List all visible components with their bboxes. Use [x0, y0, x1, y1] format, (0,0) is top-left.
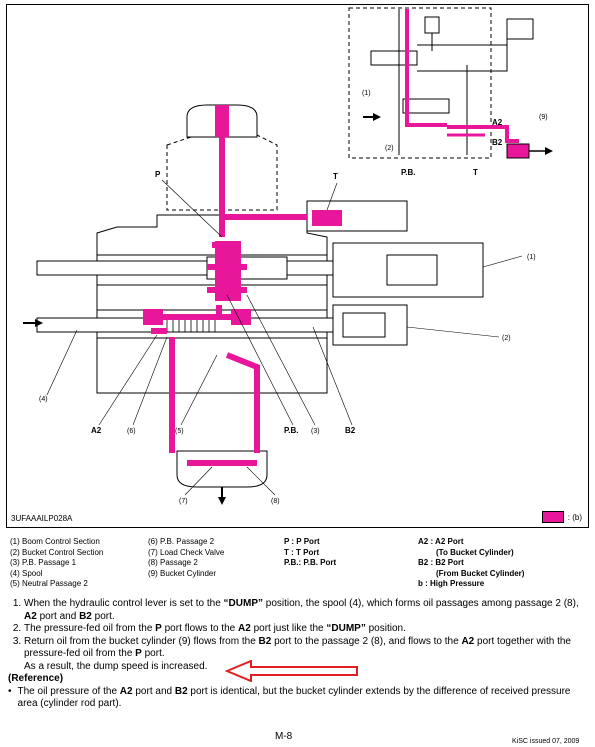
figure-id: 3UFAAAILP028A	[11, 514, 73, 523]
legend: : (b)	[541, 511, 582, 523]
relief-valve	[424, 16, 440, 34]
part-item: (7) Load Check Valve	[148, 547, 225, 557]
part-item: (4) Spool	[10, 568, 43, 578]
port-def: P : P Port	[284, 537, 320, 546]
schematic-callout-9: (9)	[539, 114, 548, 121]
schematic-valve-1	[370, 50, 418, 66]
callout-1: (1)	[527, 254, 536, 261]
boom-spool	[36, 260, 334, 276]
schematic-callout-1: (1)	[362, 90, 371, 97]
schematic-label-t: T	[473, 168, 478, 177]
part-item: (8) Passage 2	[148, 558, 198, 567]
parts-col-4: A2 : A2 Port (To Bucket Cylinder) B2 : B…	[418, 537, 524, 590]
port-def: B2 : B2 Port	[418, 558, 464, 567]
step-1: When the hydraulic control lever is set …	[24, 598, 586, 623]
label-b2: B2	[345, 426, 356, 435]
result-line: As a result, the dump speed is increased…	[24, 660, 208, 672]
schematic-callout-2: (2)	[385, 145, 394, 152]
steps-list: When the hydraulic control lever is set …	[8, 598, 586, 661]
parts-col-3: P : P Port T : T Port P.B.: P.B. Port	[284, 537, 336, 569]
step-2: The pressure-fed oil from the P port flo…	[24, 623, 586, 636]
port-def-sub: (From Bucket Cylinder)	[436, 568, 525, 578]
part-item: (6) P.B. Passage 2	[148, 537, 215, 546]
callout-3: (3)	[311, 428, 320, 435]
port-def-sub: (To Bucket Cylinder)	[436, 547, 514, 557]
schematic-label-a2: A2	[492, 118, 503, 127]
legend-label: : (b)	[567, 512, 582, 522]
schematic-label-pb: P.B.	[401, 168, 416, 177]
callout-7: (7)	[179, 498, 188, 505]
load-check-valve-body	[176, 450, 268, 488]
schematic-inset	[348, 7, 492, 159]
label-t: T	[333, 172, 338, 181]
bucket-cylinder-symbol	[506, 143, 530, 159]
part-item: (5) Neutral Passage 2	[10, 579, 88, 588]
schematic-valve-2	[402, 98, 450, 114]
part-item: (9) Bucket Cylinder	[148, 568, 217, 578]
issue-date: KiSC issued 07, 2009	[512, 738, 580, 745]
port-def: A2 : A2 Port	[418, 537, 464, 546]
part-item: (3) P.B. Passage 1	[10, 558, 77, 567]
hydraulic-diagram-figure: A2 B2 P.B. T (1) (2) (9)	[6, 4, 589, 528]
callout-5: (5)	[175, 428, 184, 435]
callout-6: (6)	[127, 428, 136, 435]
red-arrow-icon	[225, 660, 358, 682]
boom-cylinder-symbol	[506, 18, 534, 40]
parts-col-2: (6) P.B. Passage 2 (7) Load Check Valve …	[148, 537, 224, 579]
label-p: P	[155, 170, 161, 179]
part-item: (2) Bucket Control Section	[10, 547, 104, 557]
port-def: P.B.: P.B. Port	[284, 558, 337, 567]
schematic-label-b2: B2	[492, 138, 503, 147]
page-number: M-8	[275, 731, 293, 742]
port-def: T : T Port	[284, 547, 320, 557]
label-a2: A2	[91, 426, 102, 435]
legend-swatch	[541, 511, 564, 523]
valve-schematic: A2 B2 P.B. T (1) (2) (9)	[23, 7, 553, 505]
label-pb: P.B.	[284, 426, 299, 435]
bullet-icon: •	[8, 685, 12, 697]
part-item: (1) Boom Control Section	[10, 537, 100, 546]
step-3: Return oil from the bucket cylinder (9) …	[24, 636, 586, 661]
valve-body	[96, 214, 328, 394]
reference-title: (Reference)	[8, 673, 64, 684]
callout-4: (4)	[39, 396, 48, 403]
callout-8: (8)	[271, 498, 280, 505]
callout-2: (2)	[502, 335, 511, 342]
body-text: When the hydraulic control lever is set …	[8, 598, 586, 711]
port-def: b : High Pressure	[418, 579, 485, 588]
parts-col-1: (1) Boom Control Section (2) Bucket Cont…	[10, 537, 103, 590]
reference-item: • The oil pressure of the A2 port and B2…	[8, 685, 571, 710]
